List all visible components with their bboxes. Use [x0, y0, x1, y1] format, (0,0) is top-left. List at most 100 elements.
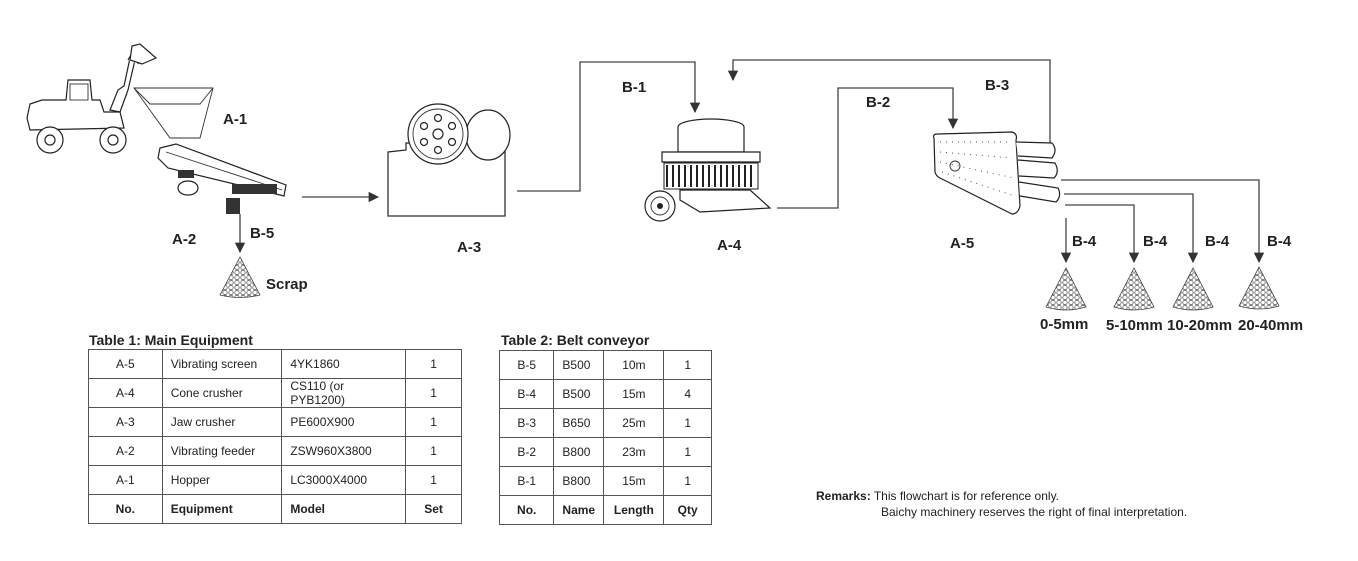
table-header-row: No. Name Length Qty: [498, 495, 712, 525]
label-b2: B-2: [866, 94, 890, 111]
cell-equipment: Vibrating feeder: [161, 436, 283, 466]
conveyor-b3-arrow: [727, 59, 1051, 143]
cell-qty: 1: [663, 437, 712, 467]
label-a3: A-3: [457, 239, 481, 256]
cell-name: B800: [553, 437, 605, 467]
table-row: B-1 B800 15m 1: [498, 466, 712, 496]
header-name: Name: [553, 495, 605, 525]
conveyor-b4-arrow-4: [1061, 179, 1265, 264]
cell-model: LC3000X4000: [281, 465, 407, 495]
cell-set: 1: [405, 465, 462, 495]
table-row: B-2 B800 23m 1: [498, 437, 712, 467]
cell-no: A-3: [88, 407, 163, 437]
label-b3: B-3: [985, 77, 1009, 94]
cell-qty: 1: [663, 466, 712, 496]
label-b4-2: B-4: [1143, 233, 1168, 250]
cell-length: 15m: [603, 379, 665, 409]
cell-no: B-2: [498, 437, 555, 467]
cell-no: B-5: [498, 350, 555, 380]
conveyor-b2-arrow: [777, 87, 959, 209]
product-pile-icon-2: [1113, 267, 1155, 311]
product-pile-icon-3: [1172, 267, 1214, 311]
product-label-1: 0-5mm: [1040, 316, 1088, 330]
header-length: Length: [603, 495, 665, 525]
cell-length: 25m: [603, 408, 665, 438]
header-model: Model: [281, 494, 407, 524]
header-no: No.: [88, 494, 163, 524]
header-equipment: Equipment: [161, 494, 283, 524]
cell-name: B500: [553, 350, 605, 380]
cell-qty: 4: [663, 379, 712, 409]
label-a4: A-4: [717, 237, 742, 254]
remarks-label: Remarks:: [816, 489, 871, 503]
header-qty: Qty: [663, 495, 712, 525]
cell-no: A-1: [88, 465, 163, 495]
belt-conveyor-table: B-5 B500 10m 1 B-4 B500 15m 4 B-3 B650 2…: [498, 350, 712, 525]
cell-length: 15m: [603, 466, 665, 496]
cell-qty: 1: [663, 350, 712, 380]
label-b4-4: B-4: [1267, 233, 1292, 250]
cell-no: A-4: [88, 378, 163, 408]
label-scrap: Scrap: [266, 276, 308, 293]
table-row: A-3 Jaw crusher PE600X900 1: [88, 407, 462, 437]
cell-equipment: Cone crusher: [161, 378, 283, 408]
table-row: B-4 B500 15m 4: [498, 379, 712, 409]
cell-set: 1: [405, 407, 462, 437]
label-a2: A-2: [172, 231, 196, 248]
label-b4-1: B-4: [1072, 233, 1097, 250]
cell-no: B-1: [498, 466, 555, 496]
remarks-line-2: Baichy machinery reserves the right of f…: [881, 505, 1188, 519]
table-row: B-3 B650 25m 1: [498, 408, 712, 438]
vibrating-feeder-icon: [157, 143, 287, 214]
conveyor-b4-arrow-3: [1064, 193, 1199, 264]
cell-length: 10m: [603, 350, 665, 380]
scrap-pile-icon: [219, 256, 261, 298]
cell-no: A-2: [88, 436, 163, 466]
table-header-row: No. Equipment Model Set: [88, 494, 462, 524]
table1-caption: Table 1: Main Equipment: [89, 332, 253, 348]
table-row: A-1 Hopper LC3000X4000 1: [88, 465, 462, 495]
header-set: Set: [405, 494, 462, 524]
cell-name: B650: [553, 408, 605, 438]
remarks: Remarks: This flowchart is for reference…: [816, 488, 1187, 520]
table-row: A-2 Vibrating feeder ZSW960X3800 1: [88, 436, 462, 466]
cell-qty: 1: [663, 408, 712, 438]
remarks-line-1: This flowchart is for reference only.: [873, 489, 1060, 503]
cell-equipment: Vibrating screen: [161, 349, 283, 379]
label-b1: B-1: [622, 79, 646, 96]
table2-caption: Table 2: Belt conveyor: [501, 332, 650, 348]
cell-model: ZSW960X3800: [281, 436, 407, 466]
cone-crusher-icon: [644, 118, 772, 222]
cell-model: CS110 (or PYB1200): [281, 378, 407, 408]
vibrating-screen-icon: [932, 131, 1061, 215]
cell-model: PE600X900: [281, 407, 407, 437]
cell-length: 23m: [603, 437, 665, 467]
cell-set: 1: [405, 349, 462, 379]
product-pile-icon-4: [1238, 266, 1280, 310]
cell-no: A-5: [88, 349, 163, 379]
conveyor-b1-arrow: [517, 61, 701, 192]
cell-model: 4YK1860: [281, 349, 407, 379]
label-a1: A-1: [223, 111, 247, 128]
label-b5: B-5: [250, 225, 274, 242]
header-no: No.: [498, 495, 555, 525]
cell-no: B-3: [498, 408, 555, 438]
product-pile-icon-1: [1045, 267, 1087, 311]
cell-name: B500: [553, 379, 605, 409]
cell-equipment: Jaw crusher: [161, 407, 283, 437]
cell-equipment: Hopper: [161, 465, 283, 495]
table-row: B-5 B500 10m 1: [498, 350, 712, 380]
hopper-icon: [133, 87, 214, 139]
cell-no: B-4: [498, 379, 555, 409]
product-label-3: 10-20mm: [1167, 317, 1232, 330]
jaw-crusher-icon: [387, 103, 511, 217]
label-b4-3: B-4: [1205, 233, 1230, 250]
product-label-2: 5-10mm: [1106, 317, 1163, 330]
cell-name: B800: [553, 466, 605, 496]
conveyor-b4-arrow-2: [1065, 204, 1140, 264]
cell-set: 1: [405, 378, 462, 408]
wheel-loader-icon: [26, 43, 158, 154]
label-a5: A-5: [950, 235, 974, 252]
product-label-4: 20-40mm: [1238, 317, 1303, 330]
crushing-flowchart: A-1 A-2 B-5 Scrap A-3 B-1: [26, 43, 1303, 330]
